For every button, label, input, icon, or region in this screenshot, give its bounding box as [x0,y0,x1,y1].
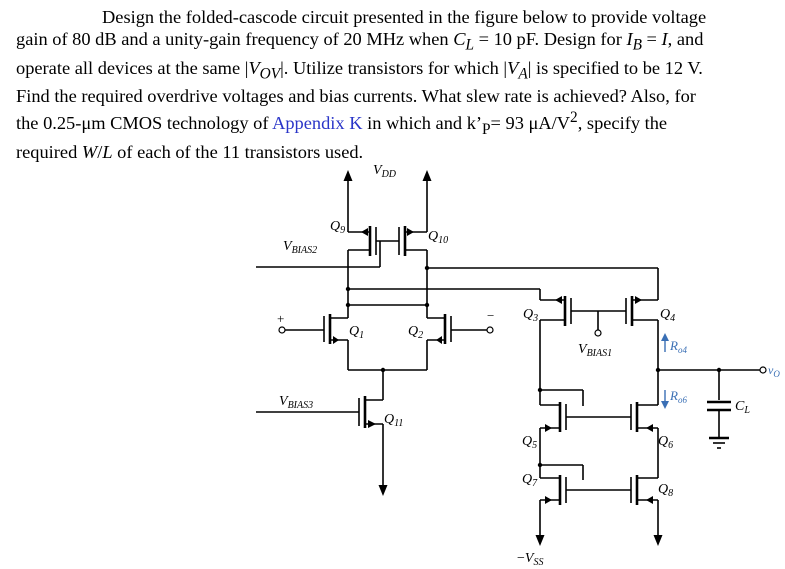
q10-label: Q10 [428,229,448,246]
q9-transistor [347,226,377,305]
q6-label: Q6 [658,434,673,451]
ro4-label: Ro4 [669,338,687,355]
kp-sub: P [482,121,491,139]
va-symbol: V [507,57,519,78]
l-symbol: L [102,142,113,163]
q9-label: Q9 [330,219,345,236]
q4-transistor [625,296,659,400]
q1-label: Q1 [349,324,364,341]
output-terminal [759,366,767,374]
problem-line-2d: , and [667,29,704,49]
vbias2-label: VBIAS2 [283,239,317,256]
q1-transistor [278,305,349,370]
ib-sub: B [632,36,642,54]
problem-line-6a: required [16,142,82,163]
problem-line-3c: | is specified to be 12 V. [527,57,703,78]
q4-label: Q4 [660,307,675,324]
vdd-label: VDD [373,163,397,180]
problem-line-3a: operate all devices at the same | [16,57,249,78]
vo-label: vO [768,363,780,379]
q3-label: Q3 [523,307,538,324]
vbias1-label: VBIAS1 [578,342,612,359]
q11-transistor [358,395,388,496]
slash: / [97,142,103,163]
q2-transistor [426,305,494,370]
ib-symbol: I [626,29,633,49]
problem-line-1: Design the folded-cascode circuit presen… [102,7,707,27]
vss-label: −VSS [517,551,543,568]
q5-transistor [539,390,567,465]
minus-sign: − [487,308,494,323]
vbias3-label: VBIAS3 [279,394,313,411]
i-symbol: I [661,29,668,49]
vov-symbol: V [248,57,260,78]
problem-line-6b: of each of the 11 transistors used. [112,142,364,163]
problem-text: Design the folded-cascode circuit presen… [16,6,768,163]
problem-line-5c: = 93 μA/V [490,113,571,134]
q7-label: Q7 [522,472,538,489]
plus-sign: + [277,311,284,326]
cl-sub: L [465,36,474,54]
problem-line-4: Find the required overdrive voltages and… [16,86,696,107]
load-capacitor [707,370,731,449]
q3-transistor [539,296,572,390]
problem-line-2b: = 10 pF. Design for [474,29,627,49]
vbias1-terminal [594,329,602,337]
problem-line-5b: in which and k’ [362,113,483,134]
vov-sub: OV [259,65,281,83]
problem-line-5d: , specify the [577,113,668,134]
cl-label: CL [735,399,750,416]
vdd-supply [343,170,432,232]
q8-transistor [630,465,663,546]
ro6-arrow [661,390,669,409]
q10-transistor [398,226,428,305]
problem-line-2a: gain of 80 dB and a unity-gain frequency… [16,29,454,49]
problem-line-3b: |. Utilize transistors for which | [280,57,508,78]
q6-transistor [630,400,659,465]
cl-symbol: C [453,29,466,49]
q5-label: Q5 [522,434,537,451]
ro6-label: Ro6 [669,388,687,405]
ro4-arrow [661,333,669,352]
q11-label: Q11 [384,412,403,429]
appendix-k-link[interactable]: Appendix K [272,113,363,134]
problem-line-5a: the 0.25-μm CMOS technology of [16,113,273,134]
w-symbol: W [81,142,98,163]
problem-line-2c: = [641,29,662,49]
q8-label: Q8 [658,482,673,499]
q2-label: Q2 [408,324,423,341]
squared-sup: 2 [570,109,578,127]
q7-transistor [535,465,567,546]
va-sub: A [518,65,528,83]
